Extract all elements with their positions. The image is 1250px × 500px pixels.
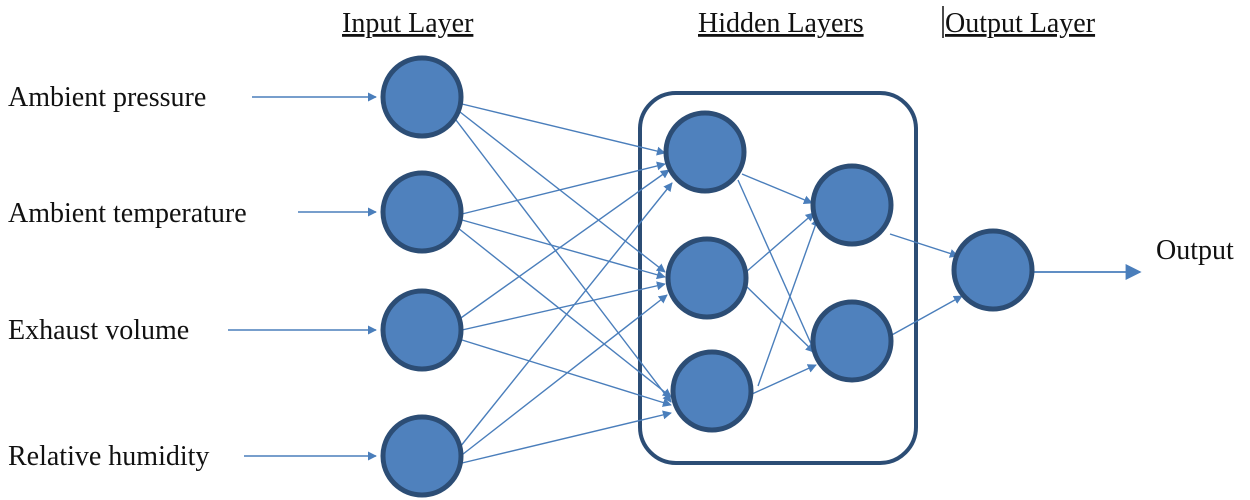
hidden-layers-box xyxy=(638,91,918,465)
input-node xyxy=(380,170,464,254)
edge-i3-h1 xyxy=(457,169,670,321)
hidden-node xyxy=(663,110,747,194)
edge-i2-h2 xyxy=(461,219,666,280)
hidden-node xyxy=(665,236,749,320)
edge-i1-h3 xyxy=(455,119,672,403)
edge-h1-j1 xyxy=(741,173,813,205)
edge-i4-h2 xyxy=(457,294,668,459)
input-label-relative-humidity: Relative humidity xyxy=(8,441,209,472)
edge-i1-h1 xyxy=(461,103,666,156)
input-layer-heading: Input Layer xyxy=(342,8,474,39)
edge-h3-j2 xyxy=(751,364,817,395)
edge-h2-j1 xyxy=(745,212,815,273)
edge-i2-h3 xyxy=(457,227,672,398)
hidden-layers-heading: Hidden Layers xyxy=(698,8,864,39)
input-node xyxy=(380,414,464,498)
input-label-ambient-pressure: Ambient pressure xyxy=(8,82,206,113)
output-layer-heading: Output Layer xyxy=(945,8,1096,39)
edge-i4-h1 xyxy=(455,182,673,453)
edge-h2-j2 xyxy=(745,285,815,353)
input-node xyxy=(380,288,464,372)
connections-hidden1-to-hidden2 xyxy=(737,173,820,395)
edge-j1-o1 xyxy=(889,233,959,258)
edge-h1-j2 xyxy=(737,179,817,356)
output-layer-nodes xyxy=(951,228,1035,312)
input-node xyxy=(380,55,464,139)
edge-i1-h2 xyxy=(459,111,666,273)
edge-i2-h1 xyxy=(461,161,666,215)
hidden-node xyxy=(670,349,754,433)
connections-input-to-hidden1 xyxy=(455,103,673,464)
output-label: Output xyxy=(1156,235,1234,266)
output-node xyxy=(951,228,1035,312)
hidden-node xyxy=(810,163,894,247)
hidden-layer-2-nodes xyxy=(810,163,894,383)
input-label-ambient-temperature: Ambient temperature xyxy=(8,198,247,229)
input-layer-nodes xyxy=(380,55,464,498)
edge-h3-j1 xyxy=(757,217,820,387)
hidden-node xyxy=(810,299,894,383)
connections-hidden2-to-output xyxy=(889,233,963,337)
edge-j2-o1 xyxy=(889,295,963,337)
edge-i3-h2 xyxy=(461,281,666,331)
hidden-layer-1-nodes xyxy=(663,110,754,433)
edge-i4-h3 xyxy=(461,410,672,464)
input-label-exhaust-volume: Exhaust volume xyxy=(8,315,189,346)
